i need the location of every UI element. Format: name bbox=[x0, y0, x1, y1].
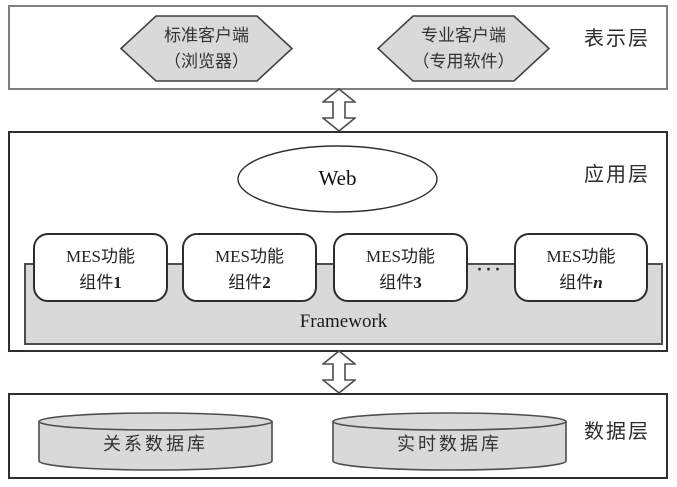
application-layer-label: 应用层 bbox=[584, 164, 650, 186]
mes-component-2-line1: MES功能 bbox=[215, 247, 284, 266]
mes-component-n: MES功能 组件n bbox=[514, 233, 648, 302]
professional-client-hexagon: 专业客户端 （专用软件） bbox=[377, 15, 550, 82]
standard-client-line1: 标准客户端 bbox=[164, 26, 249, 45]
data-layer-label: 数据层 bbox=[584, 421, 650, 443]
double-arrow-icon bbox=[322, 88, 356, 132]
mes-component-n-line1: MES功能 bbox=[546, 247, 616, 266]
framework-label: Framework bbox=[299, 311, 388, 332]
components-ellipsis: ··· bbox=[476, 259, 504, 279]
mes-component-n-line2: 组件n bbox=[559, 273, 603, 292]
professional-client-line1: 专业客户端 bbox=[421, 26, 506, 45]
double-arrow-icon bbox=[322, 350, 356, 394]
professional-client-text: 专业客户端 （专用软件） bbox=[377, 23, 550, 75]
standard-client-hexagon: 标准客户端 （浏览器） bbox=[120, 15, 293, 82]
mes-component-1-line2: 组件1 bbox=[79, 273, 122, 292]
web-label: Web bbox=[318, 166, 357, 190]
standard-client-line2: （浏览器） bbox=[164, 52, 249, 71]
mes-component-1: MES功能 组件1 bbox=[33, 233, 168, 302]
mes-component-3: MES功能 组件3 bbox=[333, 233, 468, 302]
cylinder-shape bbox=[332, 412, 567, 471]
professional-client-line2: （专用软件） bbox=[412, 52, 515, 71]
presentation-layer-label: 表示层 bbox=[584, 28, 650, 50]
relational-database-label: 关系数据库 bbox=[103, 434, 208, 454]
hexagon-shape bbox=[120, 15, 293, 82]
cylinder-shape bbox=[38, 412, 273, 471]
presentation-layer-box bbox=[8, 5, 668, 90]
realtime-database-label: 实时数据库 bbox=[397, 434, 502, 454]
standard-client-text: 标准客户端 （浏览器） bbox=[120, 23, 293, 75]
hexagon-shape bbox=[377, 15, 550, 82]
relational-database-cylinder: 关系数据库 bbox=[38, 412, 273, 472]
ellipse-shape bbox=[237, 145, 438, 213]
mes-component-1-line1: MES功能 bbox=[66, 247, 135, 266]
mes-component-2-line2: 组件2 bbox=[228, 273, 271, 292]
realtime-database-cylinder: 实时数据库 bbox=[332, 412, 567, 472]
web-ellipse: Web bbox=[237, 145, 438, 213]
mes-component-3-line1: MES功能 bbox=[366, 247, 435, 266]
mes-component-2: MES功能 组件2 bbox=[182, 233, 317, 302]
mes-component-3-line2: 组件3 bbox=[379, 273, 422, 292]
